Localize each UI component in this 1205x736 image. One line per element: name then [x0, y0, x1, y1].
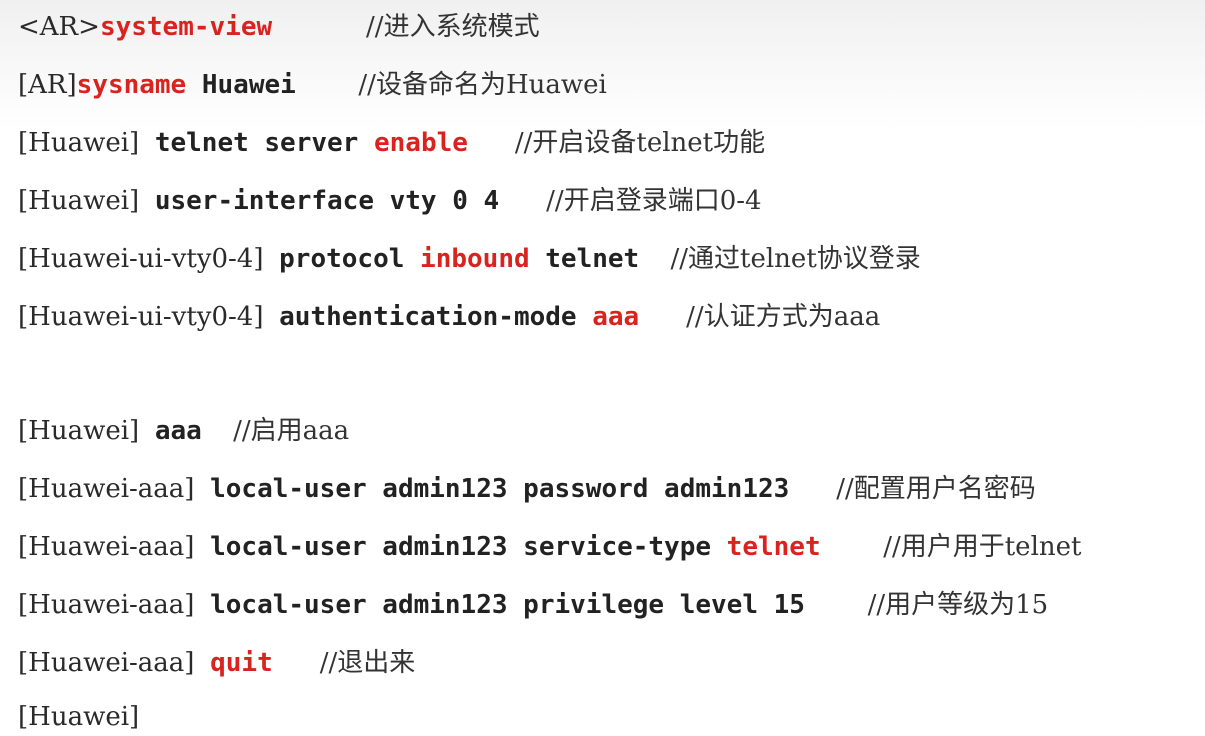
cli-command: aaa	[139, 416, 202, 446]
cli-line-telnet-server: [Huawei] telnet server enable //开启设备teln…	[18, 126, 765, 160]
cli-comment: //用户等级为15	[867, 590, 1049, 620]
cli-comment: //开启设备telnet功能	[514, 128, 766, 158]
cli-gap	[272, 12, 366, 42]
cli-gap	[202, 416, 233, 446]
cli-gap	[499, 186, 546, 216]
cli-prompt: [Huawei-aaa]	[18, 474, 195, 504]
cli-prompt: [Huawei]	[18, 128, 140, 158]
cli-command	[194, 648, 210, 678]
cli-prompt: [Huawei-ui-vty0-4]	[18, 302, 264, 332]
cli-line-final-prompt: [Huawei]	[18, 700, 139, 734]
cli-line-system-view: <AR>system-view //进入系统模式	[18, 10, 540, 44]
cli-gap	[273, 648, 320, 678]
cli-line-local-user-service-type: [Huawei-aaa] local-user admin123 service…	[18, 530, 1081, 564]
cli-comment: //退出来	[319, 648, 416, 678]
cli-comment: //用户用于telnet	[883, 532, 1082, 562]
cli-line-authentication-mode: [Huawei-ui-vty0-4] authentication-mode a…	[18, 300, 880, 334]
cli-keyword-highlight: telnet	[726, 532, 821, 562]
cli-comment: //设备命名为Huawei	[358, 70, 607, 100]
cli-keyword-highlight: aaa	[592, 302, 640, 332]
cli-command: user-interface vty 0 4	[139, 186, 500, 216]
cli-comment: //启用aaa	[233, 416, 350, 446]
cli-prompt: [Huawei]	[18, 702, 140, 732]
cli-keyword-highlight: inbound	[420, 244, 530, 274]
cli-command: local-user admin123 privilege level 15	[194, 590, 805, 620]
cli-gap	[789, 474, 836, 504]
cli-command: local-user admin123 service-type	[194, 532, 727, 562]
cli-keyword-highlight: quit	[210, 648, 273, 678]
cli-command: local-user admin123 password admin123	[194, 474, 790, 504]
cli-gap	[468, 128, 515, 158]
cli-line-user-interface: [Huawei] user-interface vty 0 4 //开启登录端口…	[18, 184, 762, 218]
cli-gap	[805, 590, 868, 620]
cli-comment: //通过telnet协议登录	[670, 244, 921, 274]
cli-prompt: [Huawei-aaa]	[18, 532, 195, 562]
cli-line-quit: [Huawei-aaa] quit //退出来	[18, 646, 415, 680]
cli-keyword-highlight: enable	[373, 128, 468, 158]
cli-command: protocol	[263, 244, 421, 274]
cli-prompt: <AR>	[18, 12, 100, 42]
cli-prompt: [AR]	[18, 70, 77, 100]
cli-comment: //开启登录端口0-4	[546, 186, 762, 216]
cli-line-aaa: [Huawei] aaa //启用aaa	[18, 414, 349, 448]
cli-gap	[639, 302, 686, 332]
cli-keyword-highlight: system-view	[99, 12, 273, 42]
cli-line-protocol-inbound: [Huawei-ui-vty0-4] protocol inbound teln…	[18, 242, 921, 276]
cli-command: telnet server	[139, 128, 374, 158]
cli-line-local-user-privilege: [Huawei-aaa] local-user admin123 privile…	[18, 588, 1048, 622]
cli-prompt: [Huawei-aaa]	[18, 590, 195, 620]
cli-comment: //配置用户名密码	[836, 474, 1036, 504]
cli-keyword-highlight: sysname	[76, 70, 187, 100]
cli-gap	[821, 532, 884, 562]
cli-prompt: [Huawei]	[18, 416, 140, 446]
cli-prompt: [Huawei-aaa]	[18, 648, 195, 678]
cli-gap	[639, 244, 670, 274]
cli-line-sysname: [AR]sysname Huawei //设备命名为Huawei	[18, 68, 607, 102]
cli-command: authentication-mode	[263, 302, 593, 332]
cli-prompt: [Huawei]	[18, 186, 140, 216]
cli-line-local-user-password: [Huawei-aaa] local-user admin123 passwor…	[18, 472, 1036, 506]
cli-command: Huawei	[186, 70, 296, 100]
cli-gap	[296, 70, 359, 100]
cli-prompt: [Huawei-ui-vty0-4]	[18, 244, 264, 274]
cli-comment: //进入系统模式	[366, 12, 540, 42]
cli-command-tail: telnet	[529, 244, 640, 274]
cli-comment: //认证方式为aaa	[686, 302, 881, 332]
